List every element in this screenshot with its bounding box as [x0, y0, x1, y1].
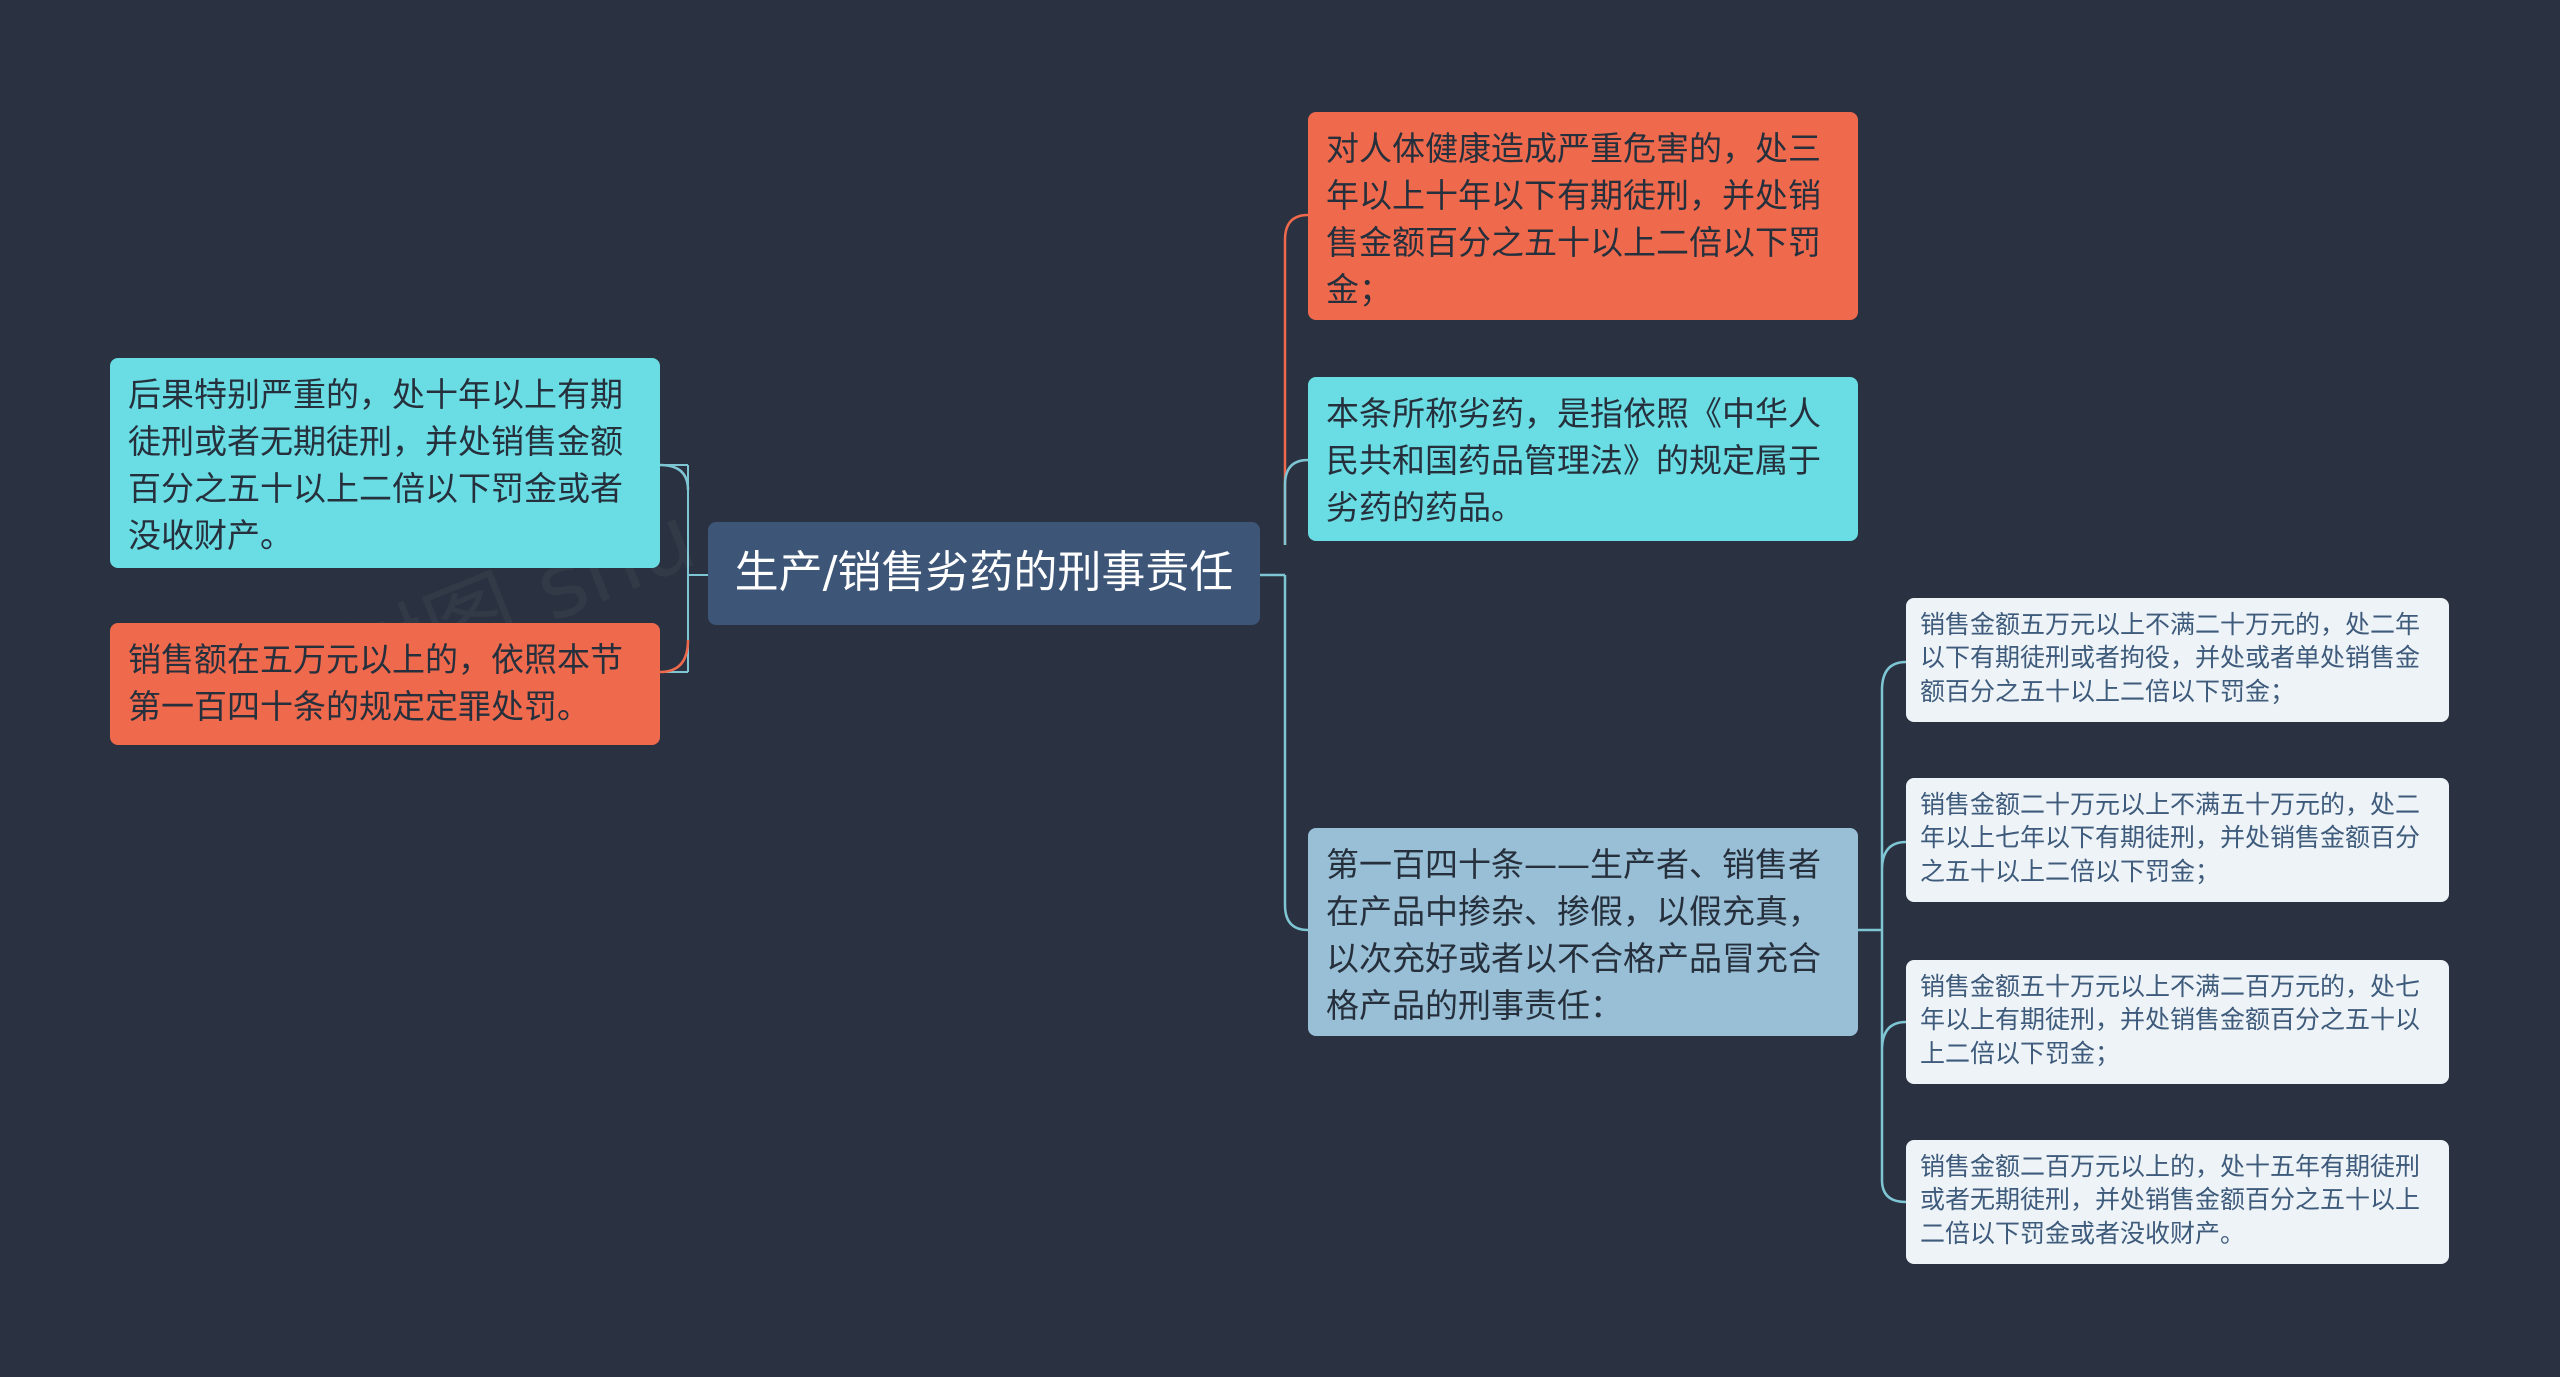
- sub-node-3[interactable]: 销售金额五十万元以上不满二百万元的，处七年以上有期徒刑，并处销售金额百分之五十以…: [1906, 960, 2449, 1084]
- sub-node-3-text: 销售金额五十万元以上不满二百万元的，处七年以上有期徒刑，并处销售金额百分之五十以…: [1920, 972, 2421, 1068]
- left-node-1-text: 后果特别严重的，处十年以上有期徒刑或者无期徒刑，并处销售金额百分之五十以上二倍以…: [128, 375, 623, 555]
- right-node-1-text: 对人体健康造成严重危害的，处三年以上十年以下有期徒刑，并处销售金额百分之五十以上…: [1326, 129, 1821, 309]
- link-right-1: [1283, 213, 1309, 545]
- right-node-2-text: 本条所称劣药，是指依照《中华人民共和国药品管理法》的规定属于劣药的药品。: [1326, 394, 1821, 527]
- link-sub-trunk: [1858, 660, 1907, 1204]
- sub-node-4-text: 销售金额二百万元以上的，处十五年有期徒刑或者无期徒刑，并处销售金额百分之五十以上…: [1920, 1152, 2421, 1248]
- right-node-3-text: 第一百四十条——生产者、销售者在产品中掺杂、掺假，以假充真，以次充好或者以不合格…: [1326, 845, 1821, 1025]
- sub-node-4[interactable]: 销售金额二百万元以上的，处十五年有期徒刑或者无期徒刑，并处销售金额百分之五十以上…: [1906, 1140, 2449, 1264]
- root-label: 生产/销售劣药的刑事责任: [734, 547, 1234, 599]
- sub-node-2[interactable]: 销售金额二十万元以上不满五十万元的，处二年以上七年以下有期徒刑，并处销售金额百分…: [1906, 778, 2449, 902]
- root-node[interactable]: 生产/销售劣药的刑事责任: [708, 522, 1260, 625]
- link-left-2: [659, 639, 690, 674]
- sub-node-1[interactable]: 销售金额五万元以上不满二十万元的，处二年以下有期徒刑或者拘役，并处或者单处销售金…: [1906, 598, 2449, 722]
- sub-node-1-text: 销售金额五万元以上不满二十万元的，处二年以下有期徒刑或者拘役，并处或者单处销售金…: [1920, 610, 2421, 706]
- link-left-1: [659, 463, 690, 491]
- link-right-3: [1283, 575, 1309, 932]
- left-node-2-text: 销售额在五万元以上的，依照本节第一百四十条的规定定罪处罚。: [128, 640, 623, 726]
- right-node-3[interactable]: 第一百四十条——生产者、销售者在产品中掺杂、掺假，以假充真，以次充好或者以不合格…: [1308, 828, 1858, 1036]
- link-right-2: [1283, 458, 1309, 545]
- left-node-1[interactable]: 后果特别严重的，处十年以上有期徒刑或者无期徒刑，并处销售金额百分之五十以上二倍以…: [110, 358, 660, 568]
- link-root-left: [660, 464, 708, 673]
- left-node-2[interactable]: 销售额在五万元以上的，依照本节第一百四十条的规定定罪处罚。: [110, 623, 660, 745]
- right-node-1[interactable]: 对人体健康造成严重危害的，处三年以上十年以下有期徒刑，并处销售金额百分之五十以上…: [1308, 112, 1858, 320]
- sub-node-2-text: 销售金额二十万元以上不满五十万元的，处二年以上七年以下有期徒刑，并处销售金额百分…: [1920, 790, 2421, 886]
- right-node-2[interactable]: 本条所称劣药，是指依照《中华人民共和国药品管理法》的规定属于劣药的药品。: [1308, 377, 1858, 541]
